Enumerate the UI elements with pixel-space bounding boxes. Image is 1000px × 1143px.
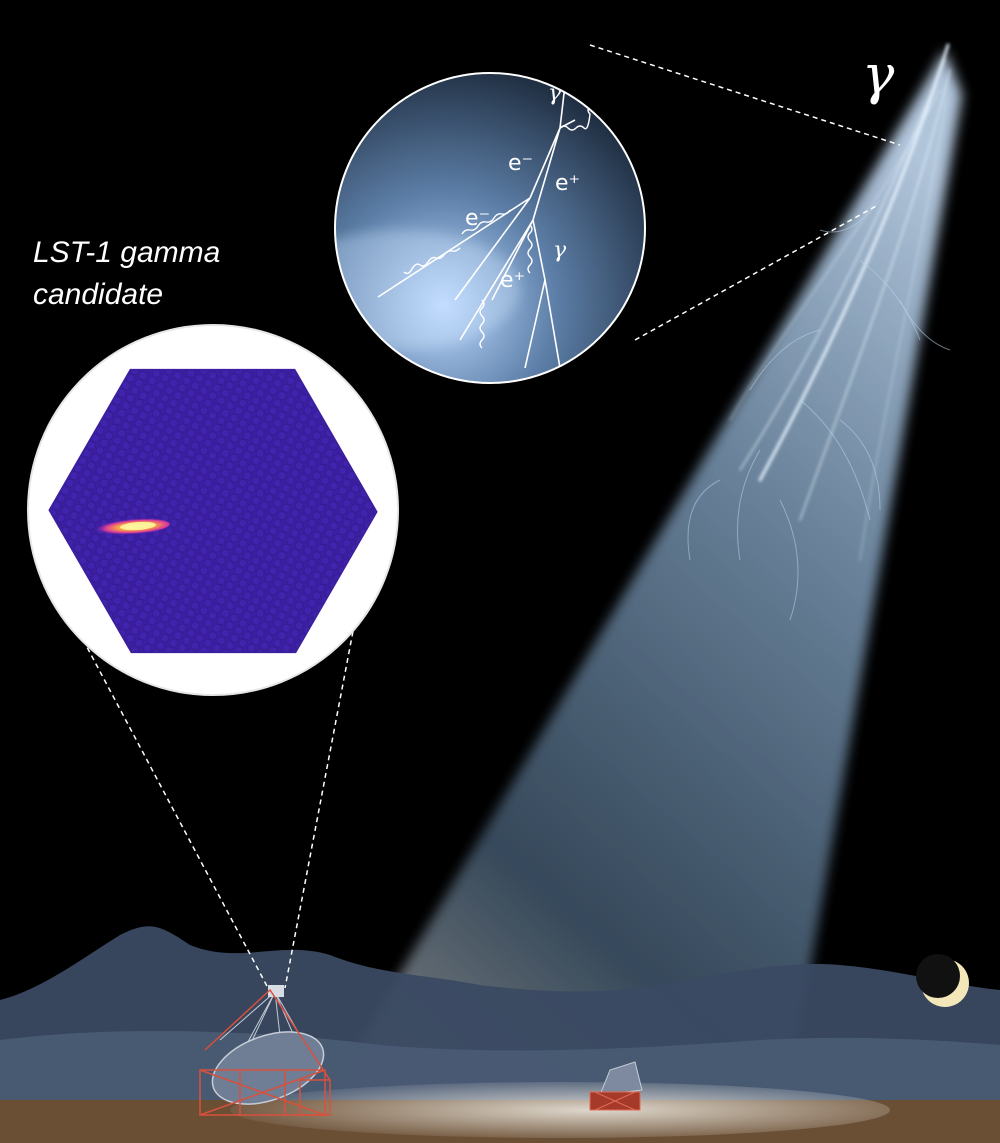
crescent-moon-icon xyxy=(916,954,969,1007)
small-telescope xyxy=(589,1061,643,1111)
label-gamma-mid: γ xyxy=(553,238,567,263)
caption-line-1: LST-1 gamma xyxy=(33,236,220,269)
particle-tracks xyxy=(377,84,576,369)
ground-light-glow xyxy=(230,1082,890,1138)
label-electron-1: e⁻ xyxy=(508,151,533,176)
shower-secondary-tracks xyxy=(687,199,951,621)
camera-zoom-lines xyxy=(61,599,359,989)
cherenkov-light-cone xyxy=(300,50,962,1143)
label-positron-1: e⁺ xyxy=(555,171,580,196)
label-positron-2: e⁺ xyxy=(500,268,525,293)
camera-hexagon xyxy=(48,368,378,654)
lst-1-telescope xyxy=(199,985,331,1116)
caption-line-2: candidate xyxy=(33,278,163,311)
label-electron-2: e⁻ xyxy=(465,206,490,231)
primary-gamma-label: γ xyxy=(862,43,895,106)
shower-zoom-lines xyxy=(589,44,901,341)
camera-image-inset xyxy=(27,324,399,696)
particle-labels: γ e⁻ e⁺ e⁻ γ e⁺ xyxy=(465,81,580,293)
air-shower-core xyxy=(729,43,951,561)
